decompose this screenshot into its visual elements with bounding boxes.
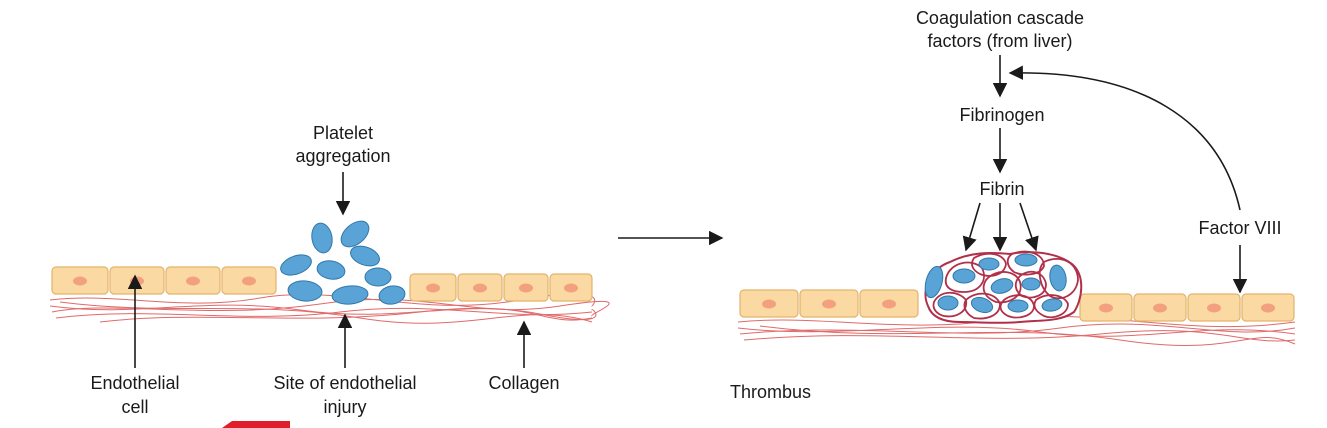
injury-label-1: Site of endothelial: [273, 373, 416, 393]
endothelial-cells-r-left: [739, 289, 919, 318]
fibrinogen-label: Fibrinogen: [959, 105, 1044, 125]
right-panel: Coagulation cascade factors (from liver)…: [730, 8, 1296, 402]
endothelial-label-1: Endothelial: [90, 373, 179, 393]
thrombus: [924, 250, 1083, 324]
endothelial-label-2: cell: [121, 397, 148, 417]
endothelial-cells-r-right: [1079, 293, 1295, 322]
fibrin-label: Fibrin: [979, 179, 1024, 199]
cascade-label-2: factors (from liver): [927, 31, 1072, 51]
red-corner-mark: [222, 421, 290, 428]
endothelial-cells-left: [51, 266, 277, 295]
injury-label-2: injury: [323, 397, 366, 417]
platelet-label-2: aggregation: [295, 146, 390, 166]
platelet-aggregate: [280, 220, 406, 305]
left-panel: Platelet aggregation Endothelial cell Si…: [49, 123, 610, 417]
fibrin-arrow-left: [962, 202, 981, 252]
thrombus-label: Thrombus: [730, 382, 811, 402]
factor-label: Factor VIII: [1198, 218, 1281, 238]
fibrin-arrow-right: [1019, 202, 1039, 252]
factor-feedback-arrow: [1008, 65, 1241, 211]
platelet-label-1: Platelet: [313, 123, 373, 143]
endothelial-cells-right: [409, 273, 593, 302]
cascade-label-1: Coagulation cascade: [916, 8, 1084, 28]
collagen-label: Collagen: [488, 373, 559, 393]
